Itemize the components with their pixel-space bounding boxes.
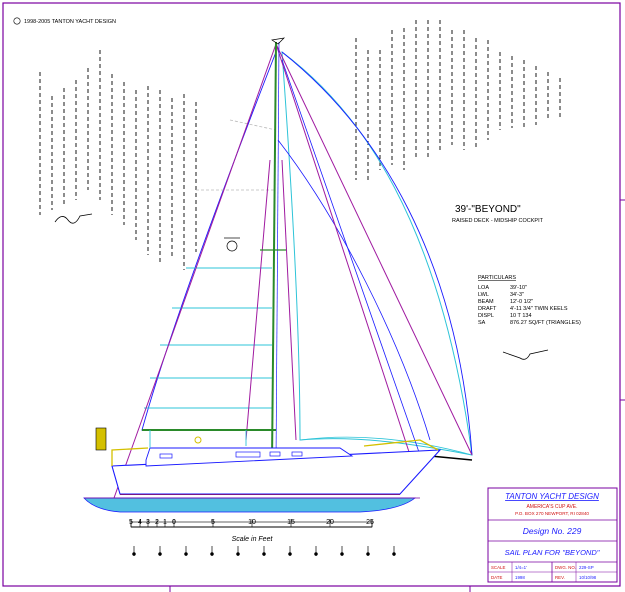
scale-caption: Scale in Feet bbox=[232, 536, 274, 543]
standing-rigging bbox=[113, 43, 473, 499]
spinnaker-outer-edge bbox=[281, 51, 473, 456]
scale-tick-label: 1 bbox=[163, 519, 167, 526]
construction-lines-left bbox=[39, 50, 197, 270]
mainsail-reef-line bbox=[229, 119, 277, 131]
particular-value: 12'-0 1/2" bbox=[510, 299, 533, 305]
scale-tick-label: 5 bbox=[129, 519, 133, 526]
design-title: 39'-"BEYOND" bbox=[455, 204, 521, 215]
portlights bbox=[159, 451, 303, 459]
scale-tick-label: 25 bbox=[366, 519, 374, 526]
particular-value: 876.27 SQ/FT (TRIANGLES) bbox=[510, 320, 581, 326]
station-marks bbox=[132, 546, 396, 556]
bow-pulpit bbox=[363, 439, 439, 451]
bimini-frame bbox=[149, 430, 247, 448]
sheet-border bbox=[2, 2, 621, 587]
copyright-icon bbox=[13, 17, 21, 25]
title-cell-label: SCALE bbox=[491, 565, 505, 570]
masthead-icon bbox=[271, 37, 286, 45]
particular-value: 10 T 134 bbox=[510, 313, 532, 319]
title-cell-label: REV. bbox=[555, 575, 565, 580]
mast-track bbox=[275, 41, 280, 463]
particular-value: 34'-3" bbox=[510, 292, 524, 298]
spinnaker-sail bbox=[281, 50, 473, 456]
particulars-heading: PARTICULARS bbox=[478, 275, 516, 281]
stern-rail bbox=[111, 447, 149, 466]
sail-insignia-icon bbox=[226, 240, 238, 252]
dinghy-davit bbox=[95, 427, 107, 451]
particulars-block: PARTICULARS LOA 39'-10" LWL 34'-3" BEAM … bbox=[478, 275, 581, 326]
title-sheet: SAIL PLAN FOR "BEYOND" bbox=[505, 548, 600, 557]
title-address-1: AMERICA'S CUP AVE. bbox=[526, 504, 577, 510]
particular-label: LOA bbox=[478, 285, 489, 291]
scale-tick-label: 4 bbox=[138, 519, 142, 526]
waterline-squiggle-right bbox=[502, 349, 549, 360]
scale-tick-label: 0 bbox=[172, 519, 176, 526]
particular-label: DRAFT bbox=[478, 306, 497, 312]
genoa-leech bbox=[277, 139, 431, 441]
particular-value: 39'-10" bbox=[510, 285, 527, 291]
helmsman-figure bbox=[194, 436, 202, 444]
particular-label: DISPL bbox=[478, 313, 494, 319]
scale-bar: 5 4 3 2 1 0 5 10 15 20 25 Scale in Feet bbox=[129, 519, 374, 543]
copyright-text: 1998-2005 TANTON YACHT DESIGN bbox=[24, 19, 116, 25]
waterline-squiggle-left bbox=[54, 213, 93, 224]
title-cell-value: 1/4=1' bbox=[515, 565, 527, 570]
scale-tick-label: 2 bbox=[155, 519, 159, 526]
construction-lines-right bbox=[355, 20, 561, 180]
jib-luff bbox=[281, 59, 421, 456]
particular-label: BEAM bbox=[478, 299, 494, 305]
title-cell-value: 229-SP bbox=[579, 565, 594, 570]
mainsail bbox=[141, 51, 277, 431]
scale-tick-label: 10 bbox=[248, 519, 256, 526]
title-company: TANTON YACHT DESIGN bbox=[505, 492, 599, 501]
hull-underwater-body bbox=[83, 497, 417, 513]
scale-tick-label: 15 bbox=[287, 519, 295, 526]
mast bbox=[271, 41, 277, 463]
title-address-2: P.O. BOX 270 NEWPORT, RI 02840 bbox=[515, 511, 589, 516]
title-cell-label: DATE bbox=[491, 575, 502, 580]
title-cell-value: 10/10/98 bbox=[579, 575, 597, 580]
particular-label: LWL bbox=[478, 292, 489, 298]
particular-label: SA bbox=[478, 320, 486, 326]
design-subtitle: RAISED DECK - MIDSHIP COCKPIT bbox=[452, 218, 544, 224]
title-cell-value: 1998 bbox=[515, 575, 525, 580]
scale-tick-label: 20 bbox=[326, 519, 334, 526]
particular-value: 4'-11 3/4" TWIN KEELS bbox=[510, 306, 568, 312]
scale-tick-label: 3 bbox=[146, 519, 150, 526]
spinnaker-foot-curve bbox=[299, 436, 473, 456]
title-design-no: Design No. 229 bbox=[523, 526, 582, 536]
mainsail-battens bbox=[144, 267, 272, 409]
title-cell-label: DWG. NO. bbox=[555, 565, 576, 570]
scale-tick-label: 5 bbox=[211, 519, 215, 526]
title-block: TANTON YACHT DESIGN AMERICA'S CUP AVE. P… bbox=[487, 487, 618, 583]
